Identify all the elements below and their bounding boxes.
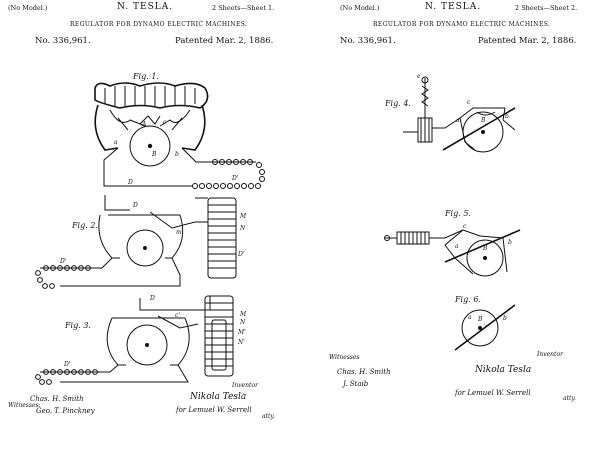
patent-number: No. 336,961. bbox=[340, 36, 396, 46]
label-M-fig2: M bbox=[240, 213, 247, 220]
label-m-fig2: m bbox=[176, 229, 182, 236]
witness-signature-1: Chas. H. Smith bbox=[30, 395, 84, 403]
patent-sheet-2: (No Model.) N. TESLA. 2 Sheets—Sheet 2. … bbox=[305, 0, 600, 465]
patent-date: Patented Mar. 2, 1886. bbox=[478, 36, 577, 46]
no-model-note: (No Model.) bbox=[340, 4, 380, 12]
label-N-prime-fig3: N' bbox=[238, 339, 245, 346]
label-D-fig1: D bbox=[128, 179, 133, 186]
label-M-fig3: M bbox=[240, 311, 247, 318]
label-N-fig3: N bbox=[240, 319, 246, 326]
label-a-fig1: a bbox=[114, 139, 118, 146]
label-M-prime-fig3: M' bbox=[238, 329, 246, 336]
inventor-name: N. TESLA. bbox=[117, 2, 174, 12]
fig5-caption: Fig. 5. bbox=[445, 209, 471, 218]
attorney-signature: for Lemuel W. Serrell bbox=[176, 406, 252, 414]
patent-date: Patented Mar. 2, 1886. bbox=[175, 36, 274, 46]
label-b-fig1: b bbox=[175, 151, 179, 158]
fig1-drawing bbox=[94, 82, 265, 189]
label-b-fig5: b bbox=[508, 239, 512, 246]
label-D-prime-fig2-b: D' bbox=[238, 251, 245, 258]
fig2-drawing bbox=[35, 195, 237, 289]
label-D-fig2: D bbox=[133, 202, 138, 209]
label-D-fig3: D bbox=[150, 295, 155, 302]
label-b-fig4: b bbox=[505, 113, 509, 120]
label-a-fig6: a bbox=[468, 314, 472, 321]
patent-title: REGULATOR FOR DYNAMO ELECTRIC MACHINES. bbox=[373, 21, 551, 28]
label-B-fig1: B bbox=[152, 151, 157, 158]
fig6-drawing bbox=[454, 304, 516, 351]
figure-drawings-sheet-1 bbox=[35, 82, 265, 385]
label-B-fig4: B bbox=[481, 117, 486, 124]
label-a-fig5: a bbox=[455, 243, 459, 250]
attorney-suffix: atty. bbox=[563, 395, 576, 402]
attorney-suffix: atty. bbox=[262, 413, 275, 420]
inventor-name: N. TESLA. bbox=[425, 2, 482, 12]
sheets-note: 2 Sheets—Sheet 1. bbox=[212, 4, 275, 12]
label-c-fig4: c bbox=[467, 99, 471, 106]
inventor-signature: Nikola Tesla bbox=[475, 365, 532, 375]
label-c-fig1: c bbox=[163, 119, 167, 126]
label-b-fig6: b bbox=[503, 315, 507, 322]
patent-sheet-1: (No Model.) N. TESLA. 2 Sheets—Sheet 1. … bbox=[8, 2, 275, 420]
fig2-caption: Fig. 2. bbox=[72, 221, 98, 230]
fig3-drawing bbox=[35, 295, 234, 385]
label-D-prime-fig2: D' bbox=[60, 258, 67, 265]
label-A-fig1: A bbox=[142, 121, 147, 128]
label-B-fig5: B bbox=[483, 245, 488, 252]
fig6-caption: Fig. 6. bbox=[455, 295, 481, 304]
label-c-fig5: c bbox=[463, 223, 467, 230]
label-e-fig4: e bbox=[417, 73, 421, 80]
sheets-note: 2 Sheets—Sheet 2. bbox=[515, 4, 578, 12]
label-B-fig6: B bbox=[478, 316, 483, 323]
label-a-fig4: a bbox=[456, 117, 460, 124]
witnesses-label: Witnesses: bbox=[8, 402, 41, 409]
inventor-label: Inventor bbox=[537, 351, 563, 358]
inventor-label: Inventor bbox=[232, 382, 258, 389]
inventor-signature: Nikola Tesla bbox=[190, 392, 247, 402]
figure-drawings-sheet-2 bbox=[384, 76, 521, 351]
witness-signature-2: J. Staib bbox=[343, 380, 369, 388]
patent-number: No. 336,961. bbox=[35, 36, 91, 46]
no-model-note: (No Model.) bbox=[8, 4, 48, 12]
patent-title: REGULATOR FOR DYNAMO ELECTRIC MACHINES. bbox=[70, 21, 248, 28]
fig5-drawing bbox=[384, 229, 521, 277]
fig4-caption: Fig. 4. bbox=[385, 99, 411, 108]
label-D-prime-fig3: D' bbox=[64, 361, 71, 368]
witnesses-label: Witnesses bbox=[329, 354, 360, 361]
attorney-signature: for Lemuel W. Serrell bbox=[455, 389, 531, 397]
fig3-caption: Fig. 3. bbox=[65, 321, 91, 330]
label-N-fig2: N bbox=[240, 225, 246, 232]
label-c-prime-fig3: c' bbox=[175, 312, 181, 319]
fig4-drawing bbox=[403, 76, 516, 153]
fig1-caption: Fig. 1. bbox=[133, 72, 159, 81]
witness-signature-2: Geo. T. Pinckney bbox=[36, 407, 95, 415]
witness-signature-1: Chas. H. Smith bbox=[337, 368, 391, 376]
label-D-prime-fig1: D' bbox=[232, 175, 239, 182]
